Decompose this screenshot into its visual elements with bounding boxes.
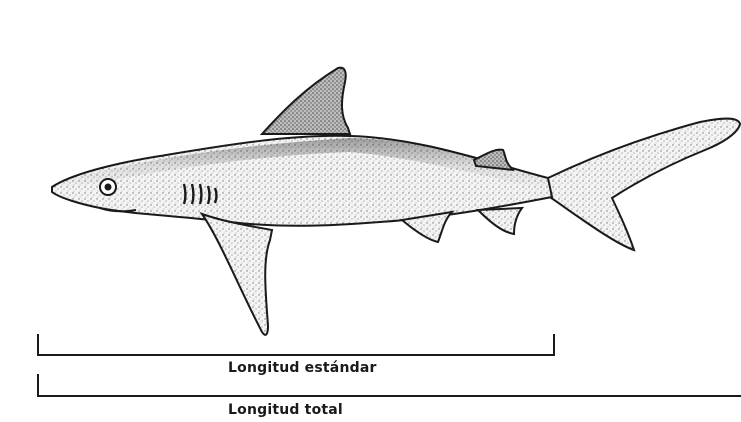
standard-length-bracket (38, 334, 554, 356)
total-length-label: Longitud total (228, 402, 343, 418)
first-dorsal-fin (262, 68, 350, 134)
anal-fin (478, 208, 522, 234)
standard-length-label: Longitud estándar (228, 360, 377, 376)
total-length-bracket (38, 374, 741, 397)
pectoral-fin (202, 214, 272, 335)
second-dorsal-fin (474, 150, 514, 170)
caudal-fin (548, 119, 740, 251)
